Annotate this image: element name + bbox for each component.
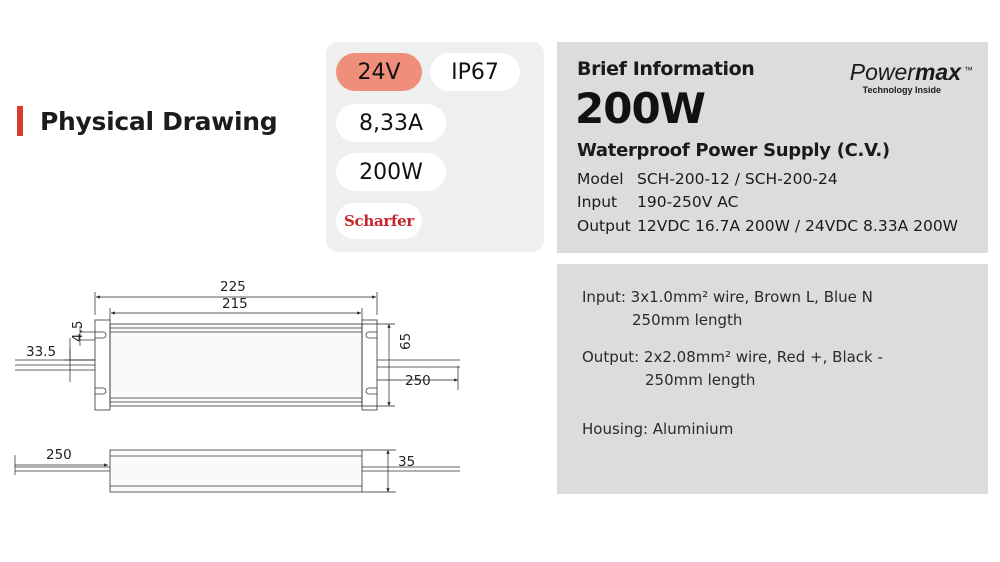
dim-body-length: 215: [222, 296, 248, 312]
input-wire-length: 250mm length: [632, 311, 743, 329]
brief-title: Brief Information: [577, 58, 755, 80]
model-label: Model: [577, 170, 624, 188]
current-pill: 8,33A: [336, 104, 446, 142]
dim-wire-length-right: 250: [405, 373, 431, 389]
product-name: Waterproof Power Supply (C.V.): [577, 140, 890, 161]
dim-width: 65: [398, 333, 414, 350]
dim-height: 35: [398, 454, 415, 470]
spec-card: 24V IP67 8,33A 200W Scharfer: [326, 42, 544, 252]
output-line: Output 12VDC 16.7A 200W / 24VDC 8.33A 200…: [577, 217, 958, 235]
output-label: Output: [577, 217, 631, 235]
section-heading: Physical Drawing: [17, 103, 278, 139]
scharfer-logo: Scharfer: [336, 203, 422, 239]
output-value: 12VDC 16.7A 200W / 24VDC 8.33A 200W: [637, 217, 959, 235]
technical-drawing: 225 215 4.5 33.5 65 250 250 35: [14, 279, 460, 493]
power-rating: 200W: [575, 84, 706, 133]
dim-overall-length: 225: [220, 279, 246, 295]
section-accent-bar: [17, 106, 23, 136]
dim-wire-offset: 33.5: [26, 344, 56, 360]
power-pill: 200W: [336, 153, 446, 191]
wiring-details-panel: Input: 3x1.0mm² wire, Brown L, Blue N 25…: [557, 264, 988, 494]
output-wire-length: 250mm length: [645, 371, 756, 389]
housing-spec: Housing: Aluminium: [582, 420, 734, 438]
dim-wire-length-left: 250: [46, 447, 72, 463]
input-line: Input 190-250V AC: [577, 193, 738, 211]
section-title: Physical Drawing: [40, 106, 278, 136]
input-label: Input: [577, 193, 618, 211]
input-value: 190-250V AC: [637, 193, 739, 211]
input-wire-spec: Input: 3x1.0mm² wire, Brown L, Blue N: [582, 288, 873, 306]
model-line: Model SCH-200-12 / SCH-200-24: [577, 170, 838, 188]
output-wire-spec: Output: 2x2.08mm² wire, Red +, Black -: [582, 348, 883, 366]
top-view: [15, 319, 460, 411]
dim-mount-offset: 4.5: [70, 321, 86, 342]
model-value: SCH-200-12 / SCH-200-24: [637, 170, 838, 188]
voltage-pill: 24V: [336, 53, 422, 91]
side-view: [15, 449, 460, 493]
ip-rating-pill: IP67: [430, 53, 520, 91]
brand-tagline: Technology Inside: [862, 85, 941, 95]
